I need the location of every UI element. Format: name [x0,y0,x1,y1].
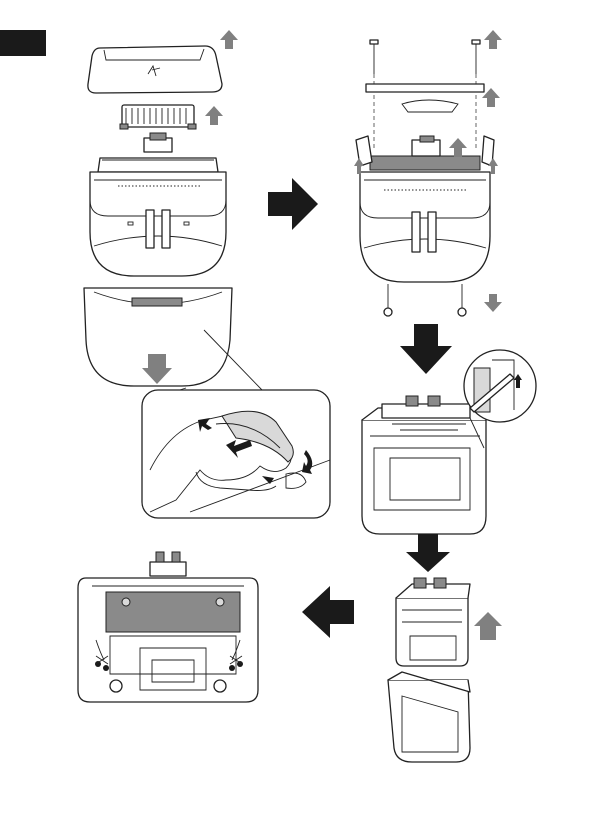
figure-step-3 [362,350,536,534]
arrow-down-icon [406,534,450,572]
figure-step-2 [356,40,494,316]
arrow-up-icon [474,612,502,640]
arrow-up-icon [484,30,502,49]
arrow-up-icon [482,88,500,107]
figure-hand-detail [142,390,330,518]
figure-step-4 [388,578,470,762]
arrow-up-icon [205,106,223,125]
arrow-down-icon [400,324,452,374]
arrow-up-icon [220,30,238,49]
figure-step-1 [84,46,262,400]
arrow-right-icon [268,178,318,230]
arrow-down-icon [484,294,502,312]
figure-step-5 [78,552,258,702]
arrow-up-icon [449,138,467,157]
arrow-left-icon [302,586,354,638]
